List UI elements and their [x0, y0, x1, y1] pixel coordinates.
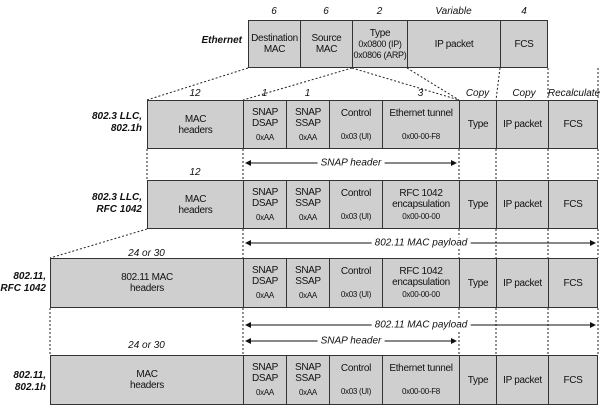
row4-ip-packet: IP packet [496, 355, 549, 405]
row4-fcs: FCS [548, 355, 598, 405]
row3-fcs: FCS [548, 258, 598, 308]
payload-span-1: 802.11 MAC payload [371, 237, 471, 249]
snap-header-span-2: SNAP header [317, 335, 385, 347]
size-src-mac: 6 [323, 6, 329, 17]
row4-size-mac: 24 or 30 [128, 340, 165, 351]
ethernet-label: Ethernet [201, 35, 242, 46]
row1-size-dsap: 1 [261, 88, 268, 99]
row3-type: Type [459, 258, 497, 308]
row1-size-mac: 12 [189, 88, 201, 99]
row2-fcs: FCS [548, 180, 598, 229]
size-fcs: 4 [521, 6, 527, 17]
eth-ip-packet: IP packet [407, 20, 501, 68]
row1-ip-packet: IP packet [496, 100, 549, 149]
row1-label: 802.3 LLC,802.1h [91, 111, 142, 134]
row1-size-ssap: 1 [304, 88, 311, 99]
row4-label: 802.11,802.1h [13, 370, 46, 393]
row1-fcs: FCS [548, 100, 598, 149]
row2-size-mac: 12 [189, 167, 201, 178]
size-ip-packet: Variable [435, 6, 472, 17]
size-type: 2 [376, 6, 383, 17]
action-recalculate-fcs: Recalculate [547, 88, 601, 99]
action-copy-ip: Copy [512, 88, 536, 99]
payload-span-2: 802.11 MAC payload [371, 319, 471, 331]
row4-type: Type [459, 355, 497, 405]
row3-ip-packet: IP packet [496, 258, 549, 308]
row3-size-mac: 24 or 30 [128, 248, 165, 259]
size-dest-mac: 6 [271, 6, 277, 17]
row2-label: 802.3 LLC,RFC 1042 [91, 192, 142, 215]
row3-label: 802.11,RFC 1042 [0, 271, 46, 294]
row1-type: Type [459, 100, 497, 149]
snap-header-span-1: SNAP header [317, 157, 385, 169]
row1-size-oui: 3 [417, 88, 424, 99]
row2-ip-packet: IP packet [496, 180, 549, 229]
row2-type: Type [459, 180, 497, 229]
eth-fcs: FCS [500, 20, 548, 68]
action-copy-type: Copy [465, 88, 490, 99]
